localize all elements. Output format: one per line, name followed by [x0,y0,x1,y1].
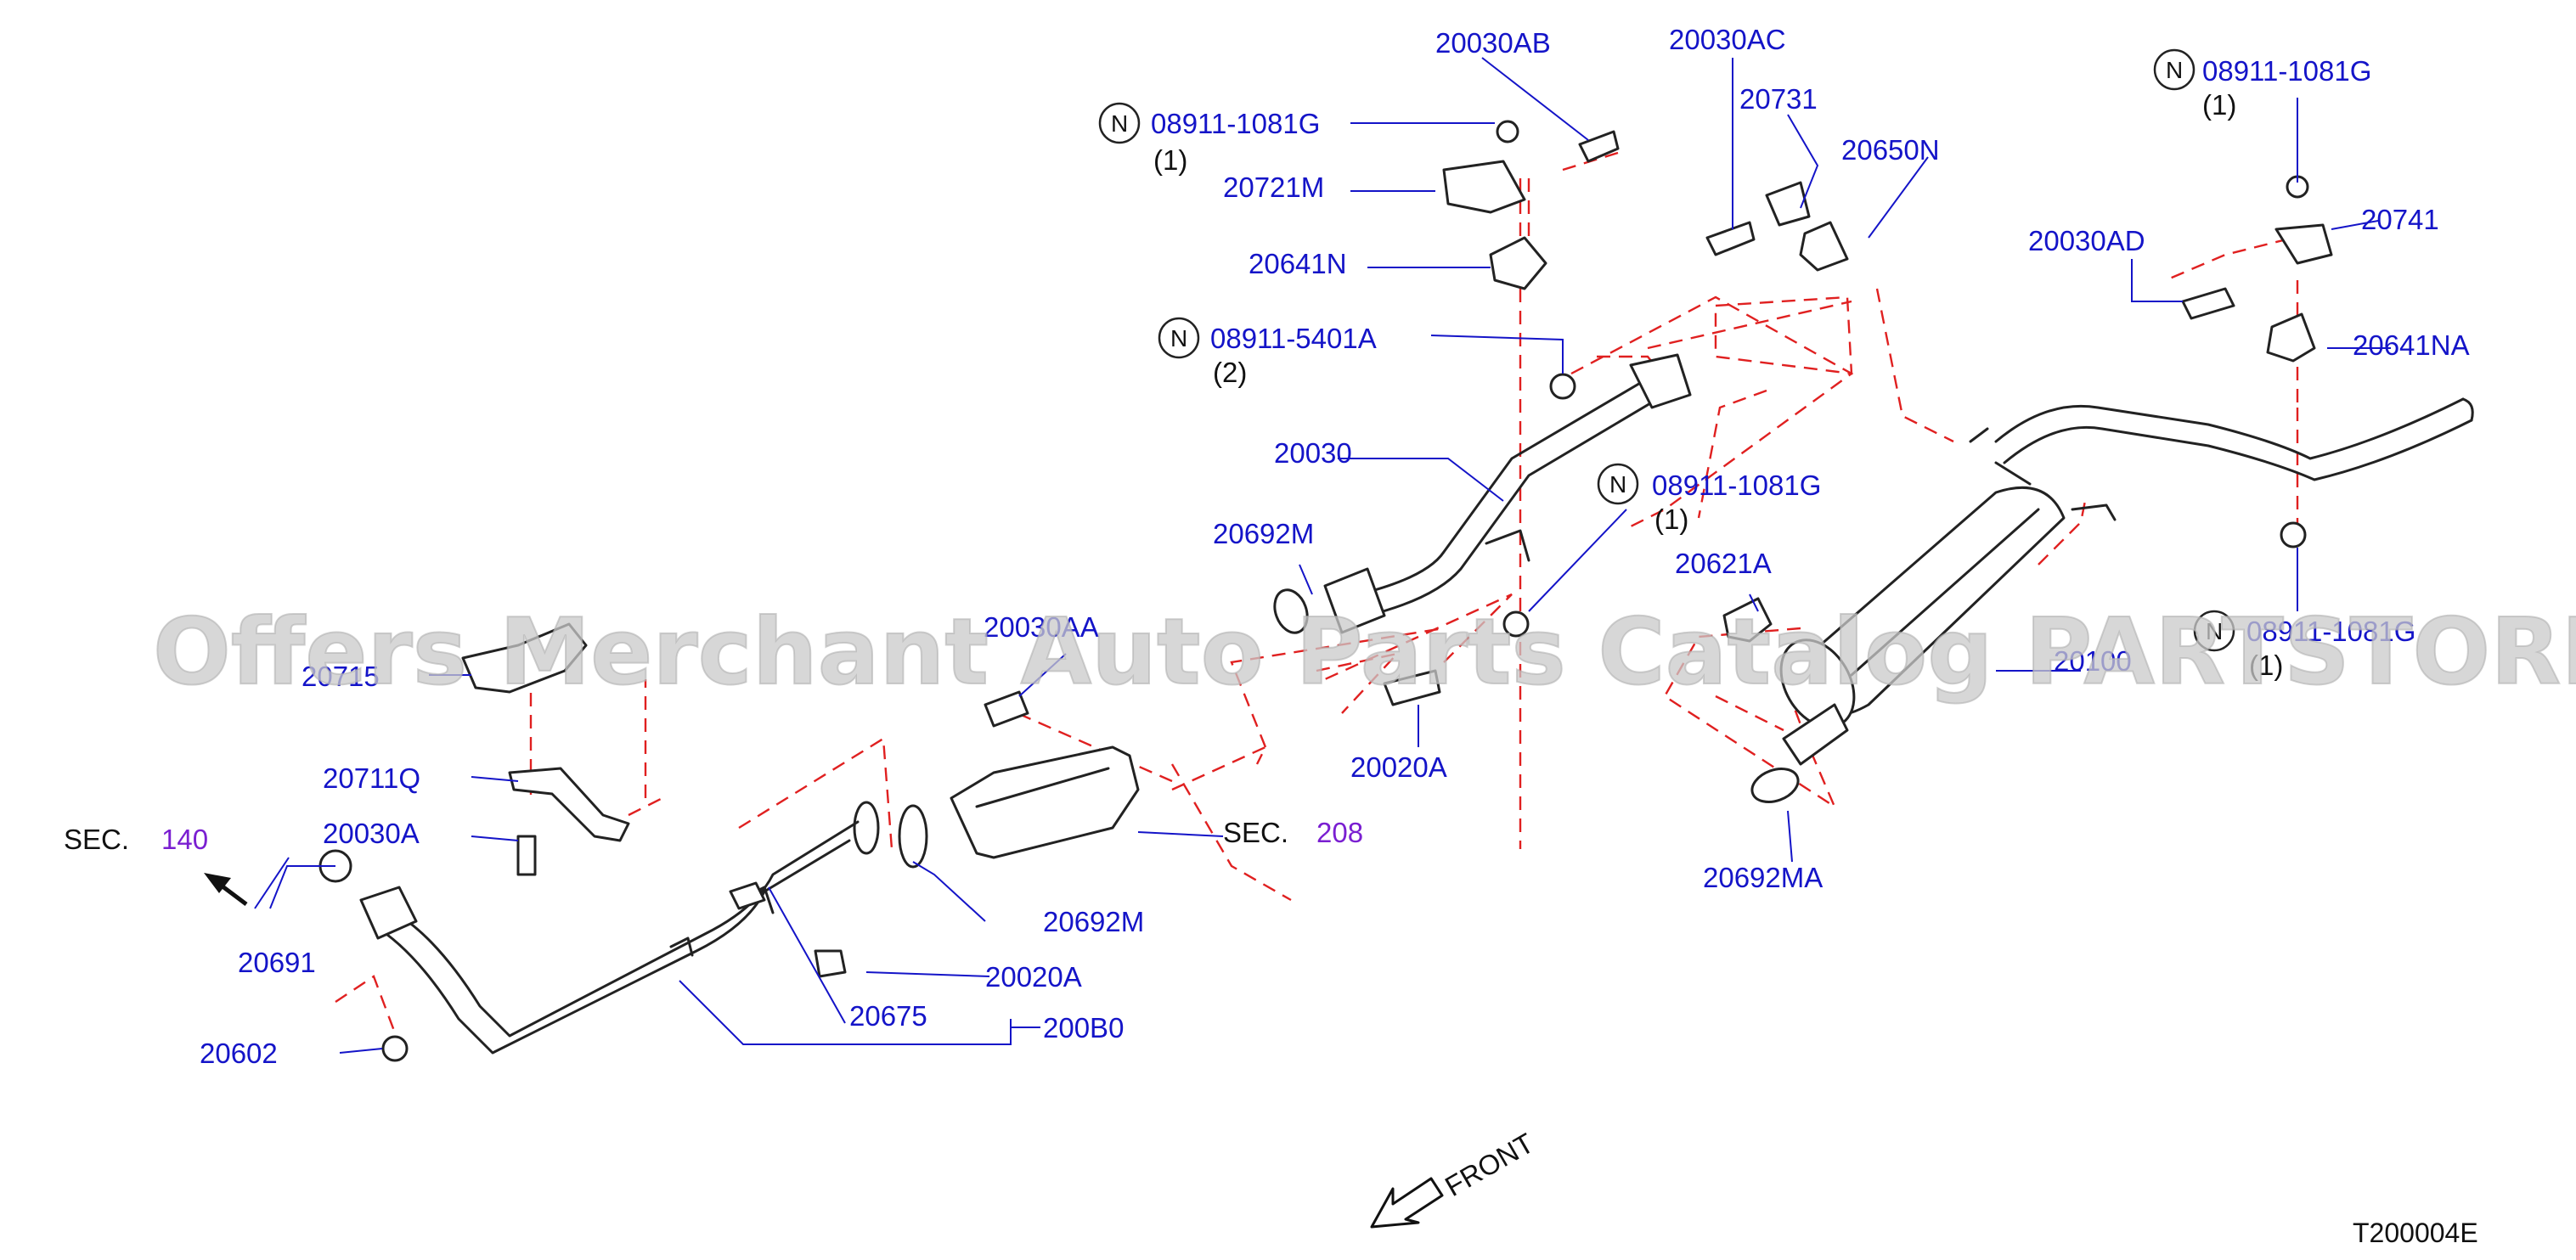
n-symbol-2: N [1158,317,1200,359]
part-drawings [318,120,2474,1062]
svg-text:N: N [1111,110,1128,137]
muffler-20100 [1779,427,2117,728]
svg-text:N: N [1609,471,1626,498]
section-140-arrow [204,873,248,906]
label-08911-1081G-d: 08911-1081G [2246,616,2415,647]
label-20692M-upper: 20692M [1213,518,1314,549]
label-qty-e: (1) [2249,650,2283,681]
section-ref-208: SEC. 208 [1223,817,1363,848]
label-20731: 20731 [1739,83,1818,115]
svg-text:208: 208 [1316,817,1363,848]
label-20020A-upper: 20020A [1350,751,1447,783]
label-20641NA: 20641NA [2353,329,2470,361]
center-pipe-20030 [1323,353,1692,634]
label-20030AB: 20030AB [1435,27,1551,59]
label-20711Q: 20711Q [323,762,420,794]
svg-text:140: 140 [161,824,208,855]
label-20621A: 20621A [1675,548,1772,579]
figure-code: T200004E [2353,1218,2478,1248]
label-20602: 20602 [200,1038,278,1069]
part-labels: 20030AB 20030AC 08911-1081G (1) 20721M 2… [200,24,2470,1069]
label-20030AA: 20030AA [984,611,1099,643]
label-20721M: 20721M [1223,172,1324,203]
label-qty-a: (1) [1153,144,1187,176]
label-qty-b: (2) [1213,357,1247,388]
section-ref-140: SEC. 140 [64,824,208,855]
n-symbol-5: N [2193,610,2235,652]
svg-text:N: N [1170,325,1187,352]
n-symbol-3: N [2153,48,2196,91]
catalytic-converter [950,745,1140,859]
front-arrow-icon [1370,1177,1444,1229]
label-20030AD: 20030AD [2028,225,2145,256]
label-20692MA: 20692MA [1703,862,1823,893]
label-qty-d: (1) [1654,503,1688,535]
front-pipe-200B0 [359,820,860,1055]
label-20030: 20030 [1274,437,1352,469]
svg-text:SEC.: SEC. [64,824,129,855]
n-symbol-4: N [1597,463,1639,505]
label-200B0: 200B0 [1043,1012,1124,1043]
assembly-dashed-lines [335,151,2299,1045]
svg-text:N: N [2206,618,2223,644]
label-20650N: 20650N [1841,134,1940,166]
label-08911-5401A: 08911-5401A [1210,323,1377,354]
svg-text:N: N [2166,57,2183,83]
label-20692M-lower: 20692M [1043,906,1144,937]
label-20641N: 20641N [1249,248,1347,279]
watermark-text: Offers Merchant Auto Parts Catalog PARTS… [153,599,2576,706]
label-20020A-lower: 20020A [985,961,1082,993]
label-20691: 20691 [238,947,316,978]
svg-text:SEC.: SEC. [1223,817,1288,848]
leader-lines [254,57,2391,1054]
label-08911-1081G-a: 08911-1081G [1151,108,1320,139]
label-08911-1081G-b: 08911-1081G [2202,55,2371,87]
n-symbol-1: N [1098,102,1141,144]
label-08911-1081G-c: 08911-1081G [1652,470,1821,501]
label-20715: 20715 [302,661,380,692]
label-20030A: 20030A [323,818,420,849]
label-20741: 20741 [2361,204,2439,235]
label-20675: 20675 [849,1000,927,1032]
label-qty-c: (1) [2202,89,2236,121]
label-20030AC: 20030AC [1669,24,1786,55]
label-20100: 20100 [2054,645,2132,677]
front-label: FRONT [1440,1127,1539,1202]
